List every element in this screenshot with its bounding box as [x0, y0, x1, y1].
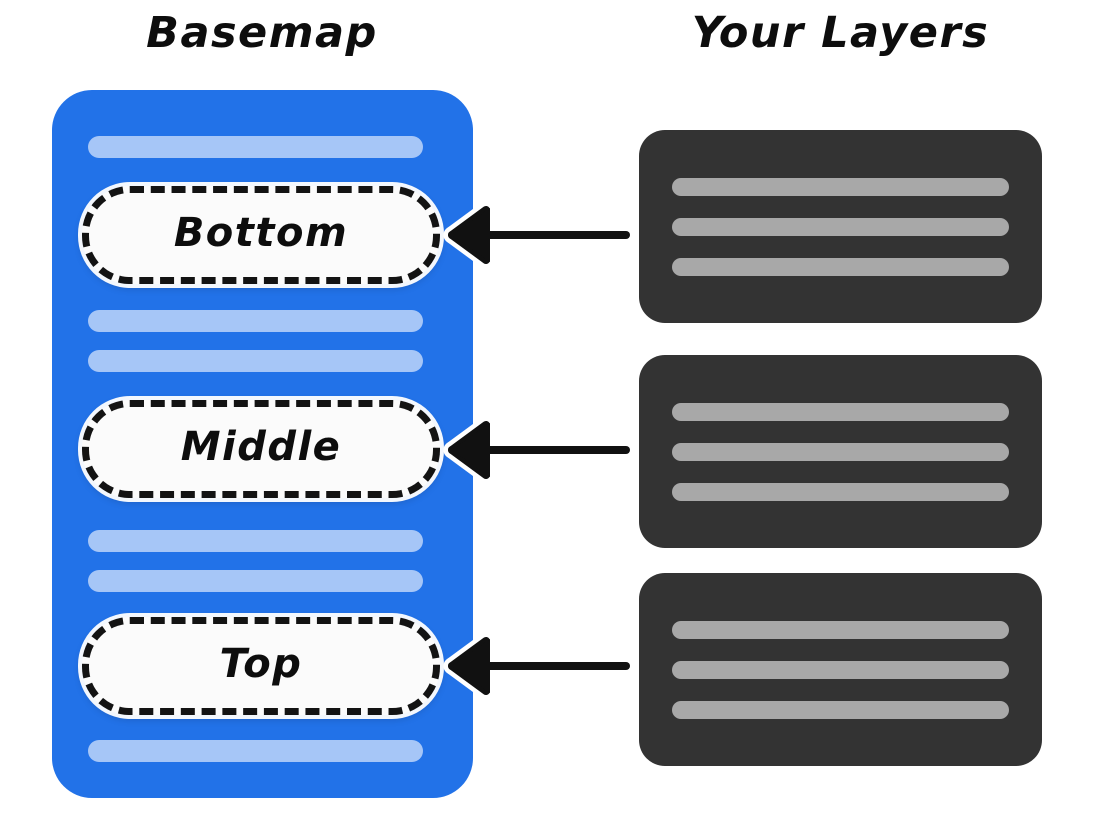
- basemap-filler-bar: [88, 350, 423, 372]
- layer-content-bar: [672, 177, 1009, 196]
- basemap-slot-top[interactable]: Top: [82, 617, 440, 715]
- page-title-basemap: Basemap: [146, 8, 378, 58]
- page-title-your-layers: Your Layers: [691, 8, 990, 58]
- basemap-slot-bottom[interactable]: Bottom: [82, 186, 440, 284]
- layer-content-bar: [672, 402, 1009, 421]
- basemap-filler-bar: [88, 136, 423, 158]
- layer-content-bar: [672, 257, 1009, 276]
- arrow-left-icon-top: [443, 632, 632, 700]
- layer-content-bar: [672, 660, 1009, 679]
- layer-content-bar: [672, 442, 1009, 461]
- basemap-filler-bar: [88, 530, 423, 552]
- user-layer-card[interactable]: [639, 355, 1042, 548]
- basemap-slot-middle[interactable]: Middle: [82, 400, 440, 498]
- layer-content-bar: [672, 700, 1009, 719]
- arrow-left-icon-bottom: [443, 201, 632, 269]
- layer-content-bar: [672, 482, 1009, 501]
- arrow-left-icon-middle: [443, 416, 632, 484]
- basemap-filler-bar: [88, 310, 423, 332]
- user-layer-card[interactable]: [639, 130, 1042, 323]
- slot-label-top: Top: [219, 641, 303, 687]
- layer-content-bar: [672, 620, 1009, 639]
- slot-label-bottom: Bottom: [173, 210, 349, 256]
- basemap-filler-bar: [88, 570, 423, 592]
- basemap-filler-bar: [88, 740, 423, 762]
- slot-label-middle: Middle: [180, 424, 342, 470]
- layer-content-bar: [672, 217, 1009, 236]
- user-layer-card[interactable]: [639, 573, 1042, 766]
